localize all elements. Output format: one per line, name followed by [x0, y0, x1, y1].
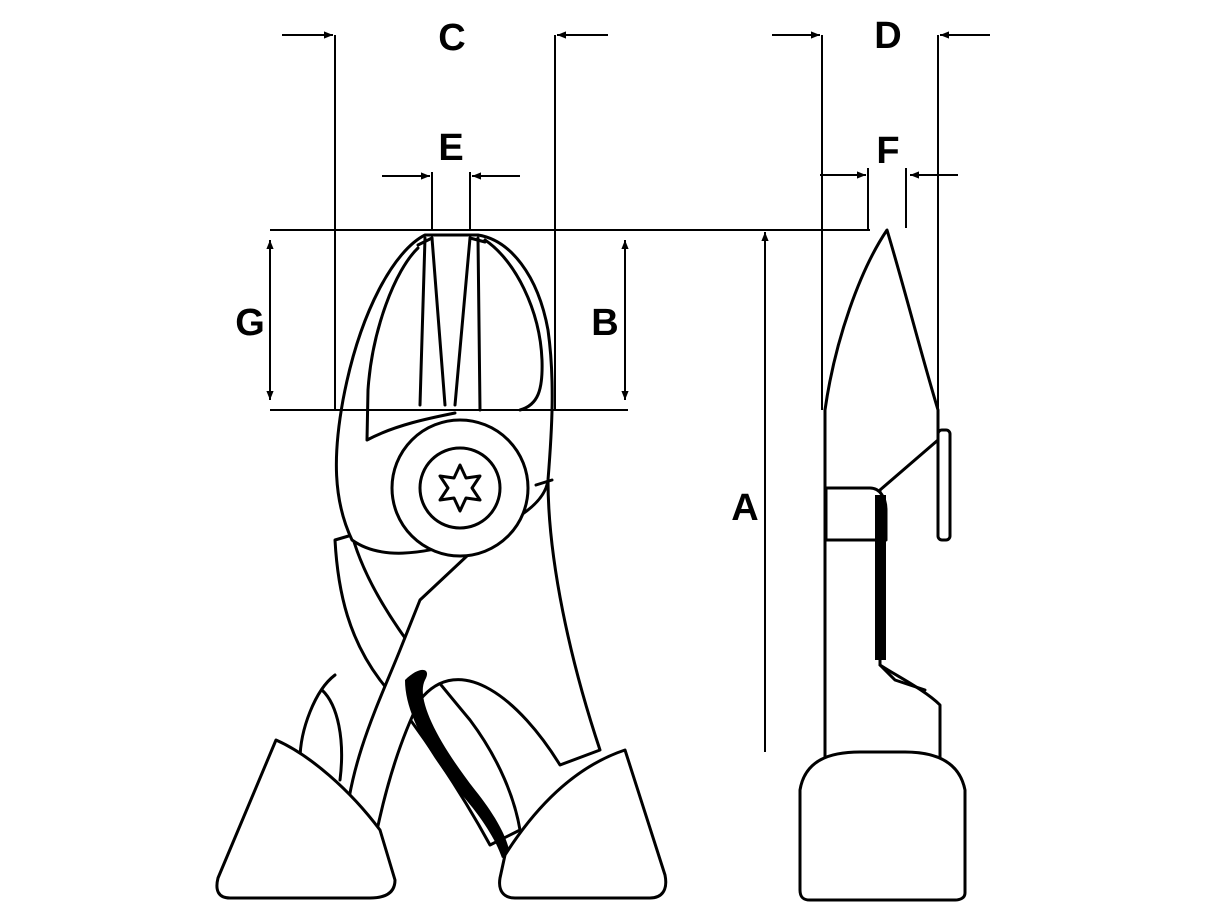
label-g: G: [235, 302, 265, 344]
jaw-inner-outline-right: [483, 238, 544, 412]
right-blade: [453, 236, 482, 412]
side-groove: [875, 495, 886, 660]
pivot-joint-arc: [534, 478, 554, 487]
spring-left-2: [320, 688, 344, 782]
dimension-labels: C E G B A D F: [235, 15, 902, 529]
label-c: C: [438, 17, 465, 59]
spring-left: [298, 673, 337, 762]
label-d: D: [874, 15, 901, 57]
label-f: F: [876, 130, 899, 172]
pivot-inner: [418, 446, 502, 530]
dimension-lines: [266, 31, 990, 752]
label-e: E: [438, 127, 463, 169]
left-grip: [215, 738, 397, 900]
blade-tip-left: [416, 236, 434, 247]
side-view: [798, 228, 967, 902]
side-body: [823, 228, 942, 762]
spring-curve: [405, 669, 510, 858]
torx-screw-icon: [438, 463, 482, 513]
side-shoulder: [878, 663, 927, 692]
label-b: B: [591, 302, 618, 344]
right-handle: [343, 478, 602, 842]
side-rivet-plate: [936, 428, 952, 542]
jaw-inner-outline: [365, 246, 457, 442]
label-a: A: [731, 487, 758, 529]
left-blade: [418, 236, 447, 407]
side-grip: [798, 750, 967, 902]
blade-tip-right: [468, 236, 487, 244]
right-grip: [498, 748, 668, 900]
front-view: [215, 233, 668, 900]
